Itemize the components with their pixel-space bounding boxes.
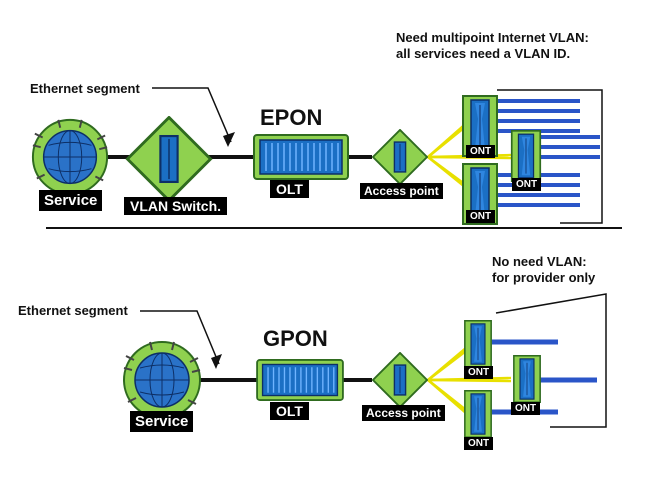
splitter-icon <box>372 352 428 408</box>
ont-device-icon <box>512 355 542 403</box>
gpon-pointer-line <box>140 310 220 365</box>
gpon-title: GPON <box>263 326 328 351</box>
ont-device-icon <box>510 130 542 182</box>
epon-vlan-note-line2: all services need a VLAN ID. <box>396 46 571 61</box>
epon-access-point-label: Access point <box>360 183 443 199</box>
olt-chassis-icon <box>256 359 344 401</box>
epon-vlan-note-line1: Need multipoint Internet VLAN: <box>396 30 589 45</box>
epon-ethernet-label: Ethernet segment <box>30 81 140 96</box>
globe-icon <box>123 341 201 419</box>
gpon-service-label: Service <box>130 411 194 432</box>
epon-title: EPON <box>260 105 323 130</box>
ont-device-icon <box>463 390 493 438</box>
gpon-bracket <box>495 293 607 428</box>
ont-device-icon <box>463 320 493 368</box>
epon-pointer-line <box>152 87 232 143</box>
gpon-vlan-note-line2: for provider only <box>492 270 596 285</box>
epon-ont-label: ONT <box>466 210 496 223</box>
gpon-ethernet-label: Ethernet segment <box>18 303 128 318</box>
epon-bracket <box>497 89 603 224</box>
gpon-vlan-note-line1: No need VLAN: <box>492 254 587 269</box>
epon-ont-label: ONT <box>512 178 542 191</box>
epon-ont-label: ONT <box>466 145 496 158</box>
epon-olt-label: OLT <box>270 180 309 198</box>
gpon-ont-label: ONT <box>464 437 494 450</box>
splitter-icon <box>372 129 428 185</box>
gpon-access-point-label: Access point <box>362 405 445 421</box>
switch-icon <box>125 116 213 202</box>
olt-chassis-icon <box>253 134 349 180</box>
gpon-ont-label: ONT <box>464 366 494 379</box>
gpon-olt-label: OLT <box>270 402 309 420</box>
gpon-ont-label: ONT <box>511 402 541 415</box>
epon-service-label: Service <box>39 190 103 211</box>
globe-icon <box>31 118 109 196</box>
epon-switch-label: VLAN Switch. <box>124 197 228 215</box>
